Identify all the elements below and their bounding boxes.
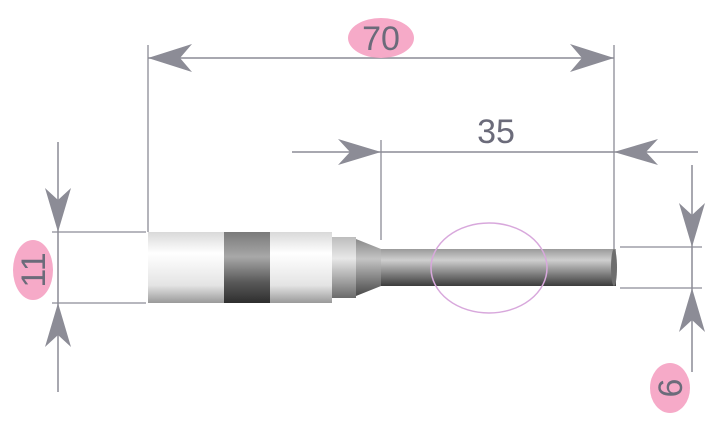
arrowhead-right-70 (570, 44, 614, 72)
label-highlight-70 (348, 18, 414, 58)
dimension-label-6: 6 (652, 379, 690, 398)
arrowhead-right-35 (614, 139, 658, 165)
arrowhead-bottom-11 (45, 303, 71, 347)
neck (381, 249, 616, 286)
shank-step (332, 237, 356, 298)
arrowhead-left-35 (338, 139, 381, 165)
dim-neck-diameter: 6 (620, 165, 705, 413)
arrowhead-bottom-6 (679, 288, 705, 332)
tool-body (148, 232, 617, 303)
dimension-label-70: 70 (362, 20, 400, 58)
shank-segment-2 (270, 232, 332, 303)
dim-neck-length: 35 (292, 113, 698, 240)
label-highlight-6 (650, 363, 690, 413)
dimension-label-11: 11 (15, 252, 53, 287)
dimension-label-35: 35 (477, 113, 515, 151)
tapered-cone (356, 239, 381, 296)
marker-ellipse (430, 222, 548, 314)
dim-overall-length: 70 (147, 18, 615, 250)
shank-segment-1 (148, 232, 224, 303)
dim-shank-diameter: 11 (13, 142, 146, 392)
shank-band-dark-1 (224, 232, 270, 303)
neck-end-cap (611, 249, 617, 286)
arrowhead-left-70 (148, 44, 192, 72)
arrowhead-top-6 (679, 203, 705, 247)
label-highlight-11 (13, 240, 53, 300)
arrowhead-top-11 (45, 188, 71, 232)
